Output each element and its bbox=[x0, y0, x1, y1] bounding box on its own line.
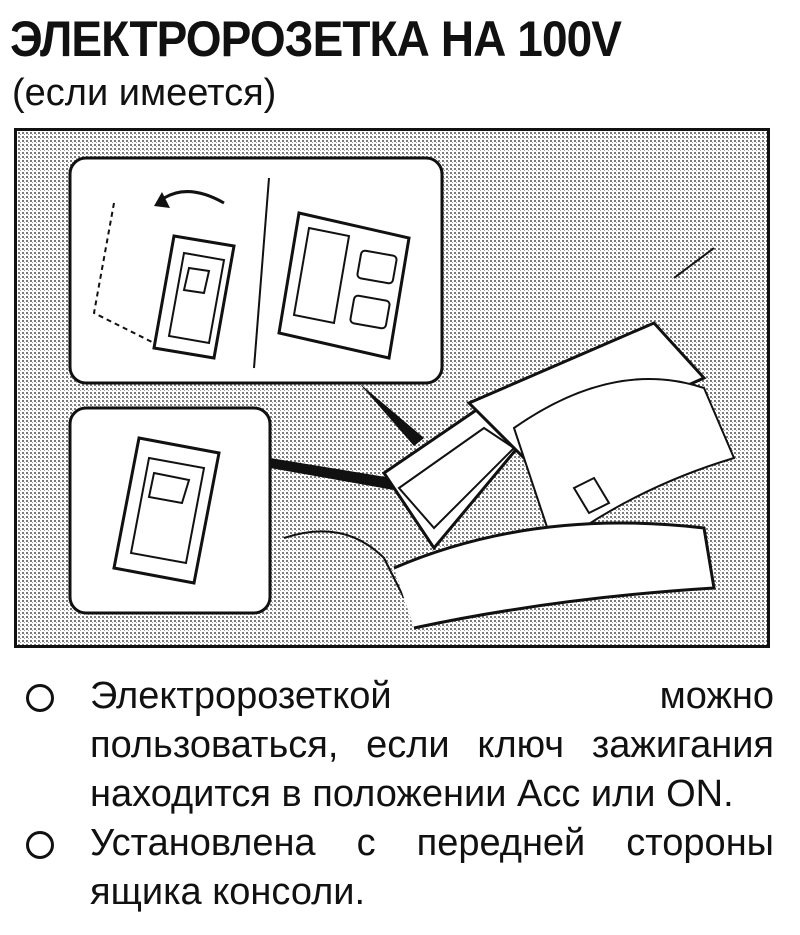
circle-bullet-icon bbox=[26, 684, 54, 712]
outlet-closed-inset bbox=[68, 406, 404, 615]
circle-bullet-icon bbox=[26, 831, 54, 859]
bullet-text: Электророзеткой можно пользоваться, если… bbox=[90, 675, 774, 815]
outlet-cover-inset bbox=[68, 156, 444, 446]
list-item: Установлена с передней стороны ящика кон… bbox=[14, 819, 774, 917]
page-title: ЭЛЕКТРОРОЗЕТКА НА 100V bbox=[10, 11, 622, 67]
bullet-list: Электророзеткой можно пользоваться, если… bbox=[14, 672, 774, 917]
outlet-cover-icon bbox=[92, 190, 236, 360]
page-subtitle: (если имеется) bbox=[12, 72, 277, 114]
open-outlet-icon bbox=[277, 211, 411, 360]
console-illustration bbox=[14, 128, 770, 648]
center-console-icon bbox=[283, 247, 736, 630]
list-item: Электророзеткой можно пользоваться, если… bbox=[14, 672, 774, 819]
illustration bbox=[14, 128, 770, 648]
bullet-text: Установлена с передней стороны ящика кон… bbox=[90, 822, 774, 913]
